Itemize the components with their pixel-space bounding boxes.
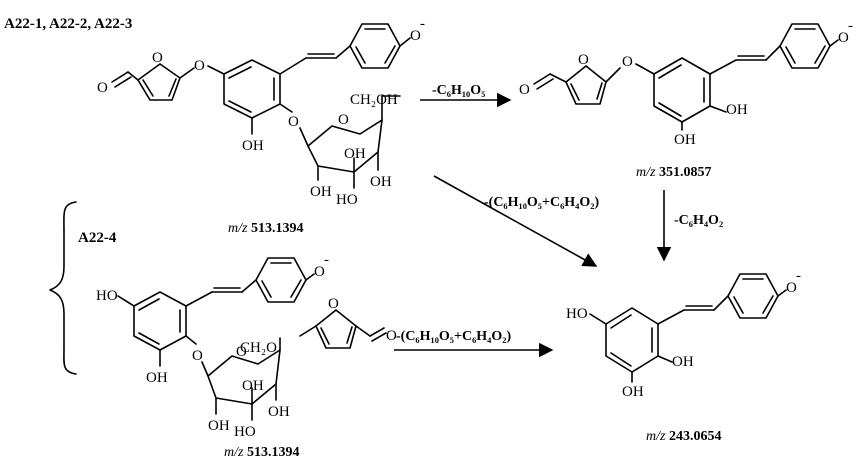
molecule-product: HO OH OH O - <box>566 268 801 400</box>
sugar-hydroxyl-1: OH <box>208 418 230 434</box>
ring-hydroxyl-b: OH <box>146 370 168 386</box>
label-loss-furan: -C₆H₄O₂ <box>674 213 723 228</box>
ring-hydroxyl: OH <box>242 138 264 154</box>
arrow-loss-combined-top <box>433 175 598 267</box>
phenoxide-charge: - <box>420 16 425 32</box>
glycosidic-oxygen: O <box>192 348 203 364</box>
phenoxide-charge: - <box>796 268 801 284</box>
methylene-ether: CH₂O <box>240 340 277 356</box>
svg-text:m/z 513.1394: m/z 513.1394 <box>228 221 303 236</box>
hydroxymethyl-group: CH₂OH <box>350 92 398 108</box>
svg-text:m/z 243.0654: m/z 243.0654 <box>646 429 721 444</box>
phenoxide-oxygen: O <box>838 30 849 46</box>
sugar-hydroxyl-2: OH <box>242 378 264 394</box>
phenoxide-oxygen: O <box>314 264 325 280</box>
label-loss-hexose: -C₆H₁₀O₅ <box>432 83 485 98</box>
ring-hydroxyl-a: HO <box>566 306 588 322</box>
mass-product: m/z 243.0654 <box>646 429 721 444</box>
mz-prefix: m/z <box>636 165 656 180</box>
phenoxide-charge: - <box>324 252 329 268</box>
sugar-hydroxyl-3: OH <box>370 174 392 190</box>
furan-oxygen: O <box>152 50 163 66</box>
sugar-hydroxyl-4: HO <box>234 424 256 440</box>
mz-value: 513.1394 <box>251 221 304 236</box>
ring-hydroxyl-b: OH <box>672 354 694 370</box>
mz-prefix: m/z <box>228 221 248 236</box>
furan-oxygen: O <box>578 52 589 68</box>
aldehyde-oxygen: O <box>519 82 530 98</box>
svg-text:m/z 513.1394: m/z 513.1394 <box>224 445 299 460</box>
mz-value: 243.0654 <box>669 429 722 444</box>
ring-hydroxyl-a: OH <box>726 102 748 118</box>
ring-hydroxyl-c: OH <box>622 384 644 400</box>
sugar-hydroxyl-1: OH <box>310 184 332 200</box>
ether-oxygen: O <box>622 54 633 70</box>
group-brace <box>49 201 77 375</box>
molecule-parent-top: O O O OH O O - O <box>97 16 425 208</box>
sugar-hydroxyl-4: HO <box>336 192 358 208</box>
molecule-parent-bottom: HO OH O O - O CH₂O OH OH OH HO <box>96 252 397 440</box>
sugar-hydroxyl-3: OH <box>268 404 290 420</box>
ring-hydroxyl-b: OH <box>674 132 696 148</box>
svg-text:m/z 351.0857: m/z 351.0857 <box>636 165 711 180</box>
ring-hydroxyl-a: HO <box>96 288 118 304</box>
label-loss-combined-top: -(C₆H₁₀O₅+C₆H₄O₂) <box>484 195 599 210</box>
glycosidic-oxygen: O <box>288 114 299 130</box>
aldehyde-oxygen: O <box>97 80 108 96</box>
mass-intermediate: m/z 351.0857 <box>636 165 711 180</box>
bottom-group-label: A22-4 <box>78 230 117 246</box>
phenoxide-oxygen: O <box>410 28 421 44</box>
top-group-label: A22-1, A22-2, A22-3 <box>4 16 132 32</box>
mz-prefix: m/z <box>646 429 666 444</box>
furan-oxygen: O <box>328 296 339 312</box>
mz-value: 351.0857 <box>659 165 712 180</box>
mz-value: 513.1394 <box>247 445 300 460</box>
phenoxide-charge: - <box>848 18 853 34</box>
mass-parent-bottom: m/z 513.1394 <box>224 445 299 460</box>
label-loss-combined-bottom: -(C₆H₁₀O₅+C₆H₄O₂) <box>396 329 511 344</box>
pyranose-oxygen: O <box>338 112 349 128</box>
molecule-intermediate: O O O OH OH O - <box>519 18 853 148</box>
mz-prefix: m/z <box>224 445 244 460</box>
phenoxide-oxygen: O <box>786 280 797 296</box>
mass-parent-top: m/z 513.1394 <box>228 221 303 236</box>
pyranose-oxygen: O <box>236 344 247 360</box>
ether-oxygen: O <box>194 58 205 74</box>
sugar-hydroxyl-2: OH <box>344 146 366 162</box>
aldehyde-oxygen: O <box>386 328 397 344</box>
